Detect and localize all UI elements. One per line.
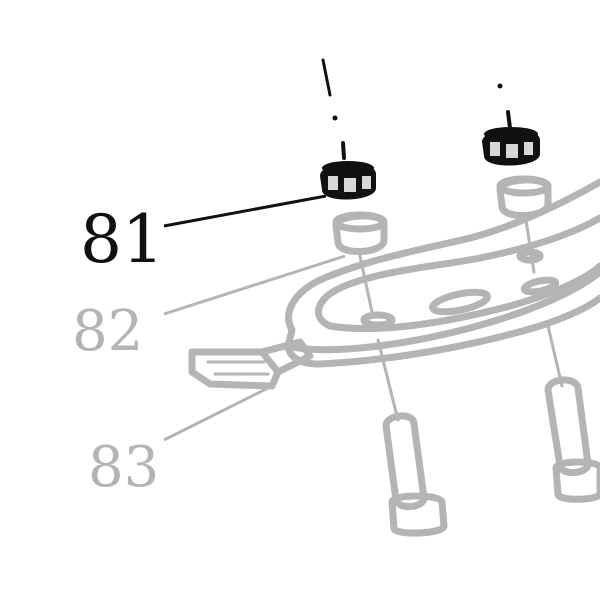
screw-left: [376, 338, 448, 537]
nut-right: [482, 110, 540, 166]
washer-left: [332, 211, 388, 314]
left-clamp: [188, 338, 314, 390]
axis-dash-right: [497, 83, 503, 89]
axis-dash-left: [321, 58, 338, 121]
callout-81: 81: [80, 201, 164, 278]
leader-line-81: [163, 194, 327, 228]
screw-right: [544, 324, 600, 503]
nut-left: [320, 141, 376, 200]
callout-82: 82: [72, 299, 143, 364]
washer-right: [496, 175, 552, 274]
gimbal-plate: [284, 178, 600, 368]
leader-line-83: [163, 384, 273, 442]
leader-line-82: [163, 254, 346, 316]
callout-83: 83: [88, 435, 159, 500]
